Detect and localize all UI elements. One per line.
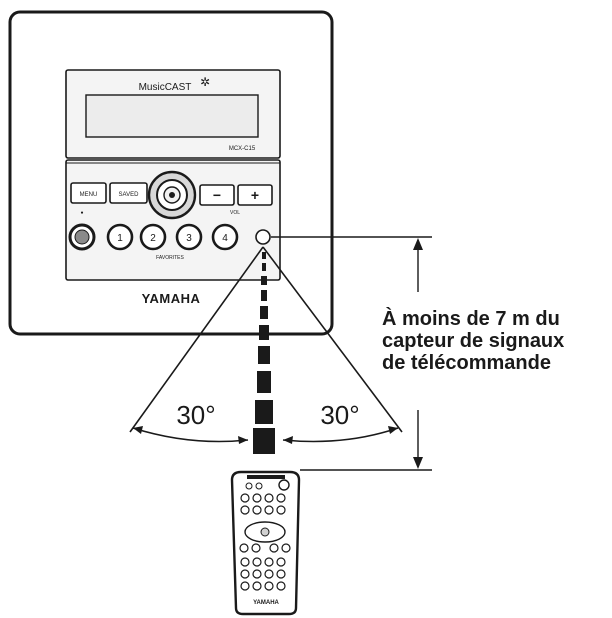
brand-logo: MusicCAST [139,82,192,93]
saved-button-label: SAVED [119,192,140,198]
remote-button[interactable] [240,557,250,567]
reception-cone: 30° 30° [129,246,403,454]
cone-edge-left [129,246,264,433]
remote-body [230,470,301,616]
favorite-button-1[interactable]: 1 [106,223,134,251]
angle-arc-right [282,427,399,443]
favorites-label: FAVORITES [156,255,184,261]
favorite-button-2[interactable]: 2 [139,223,167,251]
ir-sensor [255,229,271,245]
power-button[interactable] [68,223,96,251]
jog-dial[interactable] [147,170,197,220]
menu-button-label: MENU [80,192,98,198]
distance-dimension: À moins de 7 m du capteur de signaux de … [271,236,564,471]
favorite-button-3[interactable]: 3 [175,223,203,251]
distance-label-line-3: de télécommande [382,352,551,374]
favorite-4-label: 4 [222,233,228,244]
remote-button[interactable] [264,493,274,503]
remote-power-button[interactable] [278,479,290,491]
power-mark-icon: ● [80,210,83,216]
remote-enter-button[interactable] [260,527,270,537]
remote-button[interactable] [252,581,262,591]
remote-button[interactable] [281,543,291,553]
cone-edge-right [262,246,403,433]
remote-button[interactable] [252,569,262,579]
remote-button[interactable] [264,581,274,591]
remote-button[interactable] [240,505,250,515]
remote-button[interactable] [240,493,250,503]
remote-button[interactable] [276,557,286,567]
distance-label-line-2: capteur de signaux [382,330,564,352]
menu-button[interactable]: MENU [70,182,107,204]
remote-button[interactable] [276,569,286,579]
remote-button[interactable] [251,543,261,553]
remote-button-grid [239,493,291,591]
display-screen [85,94,259,138]
remote-button[interactable] [276,493,286,503]
volume-label: VOL [230,210,240,216]
favorite-button-4[interactable]: 4 [211,223,239,251]
angle-arc-left [132,427,249,443]
wall-controller-unit: MusicCAST ✲ MCX-C15 MENU SAVED − [8,10,334,336]
remote-button[interactable] [276,505,286,515]
remote-button[interactable] [252,493,262,503]
angle-label-right: 30° [320,400,359,430]
distance-label-line-1: À moins de 7 m du [382,307,560,330]
remote-button[interactable] [252,557,262,567]
ir-beam [253,428,275,454]
remote-button[interactable] [276,581,286,591]
remote-button[interactable] [255,482,263,490]
remote-button[interactable] [264,557,274,567]
yamaha-logo: YAMAHA [142,291,201,306]
remote-yamaha-logo: YAMAHA [253,600,279,606]
remote-control: YAMAHA [230,470,301,616]
saved-button[interactable]: SAVED [109,182,148,204]
remote-button[interactable] [269,543,279,553]
remote-button[interactable] [252,505,262,515]
remote-button[interactable] [245,482,253,490]
favorite-2-label: 2 [150,233,156,244]
model-label: MCX-C15 [229,146,256,152]
volume-down-button[interactable]: − [199,184,235,206]
remote-button[interactable] [240,569,250,579]
remote-button[interactable] [239,543,249,553]
star-icon: ✲ [200,75,210,89]
volume-down-label: − [213,187,221,203]
remote-button[interactable] [264,569,274,579]
remote-button[interactable] [240,581,250,591]
arrowhead-down-icon [413,457,423,469]
volume-up-label: + [251,187,259,203]
favorite-1-label: 1 [117,233,123,244]
volume-up-button[interactable]: + [237,184,273,206]
remote-ir-emitter [247,475,285,479]
angle-label-left: 30° [176,400,215,430]
remote-button[interactable] [264,505,274,515]
favorite-3-label: 3 [186,233,192,244]
arrowhead-up-icon [413,238,423,250]
